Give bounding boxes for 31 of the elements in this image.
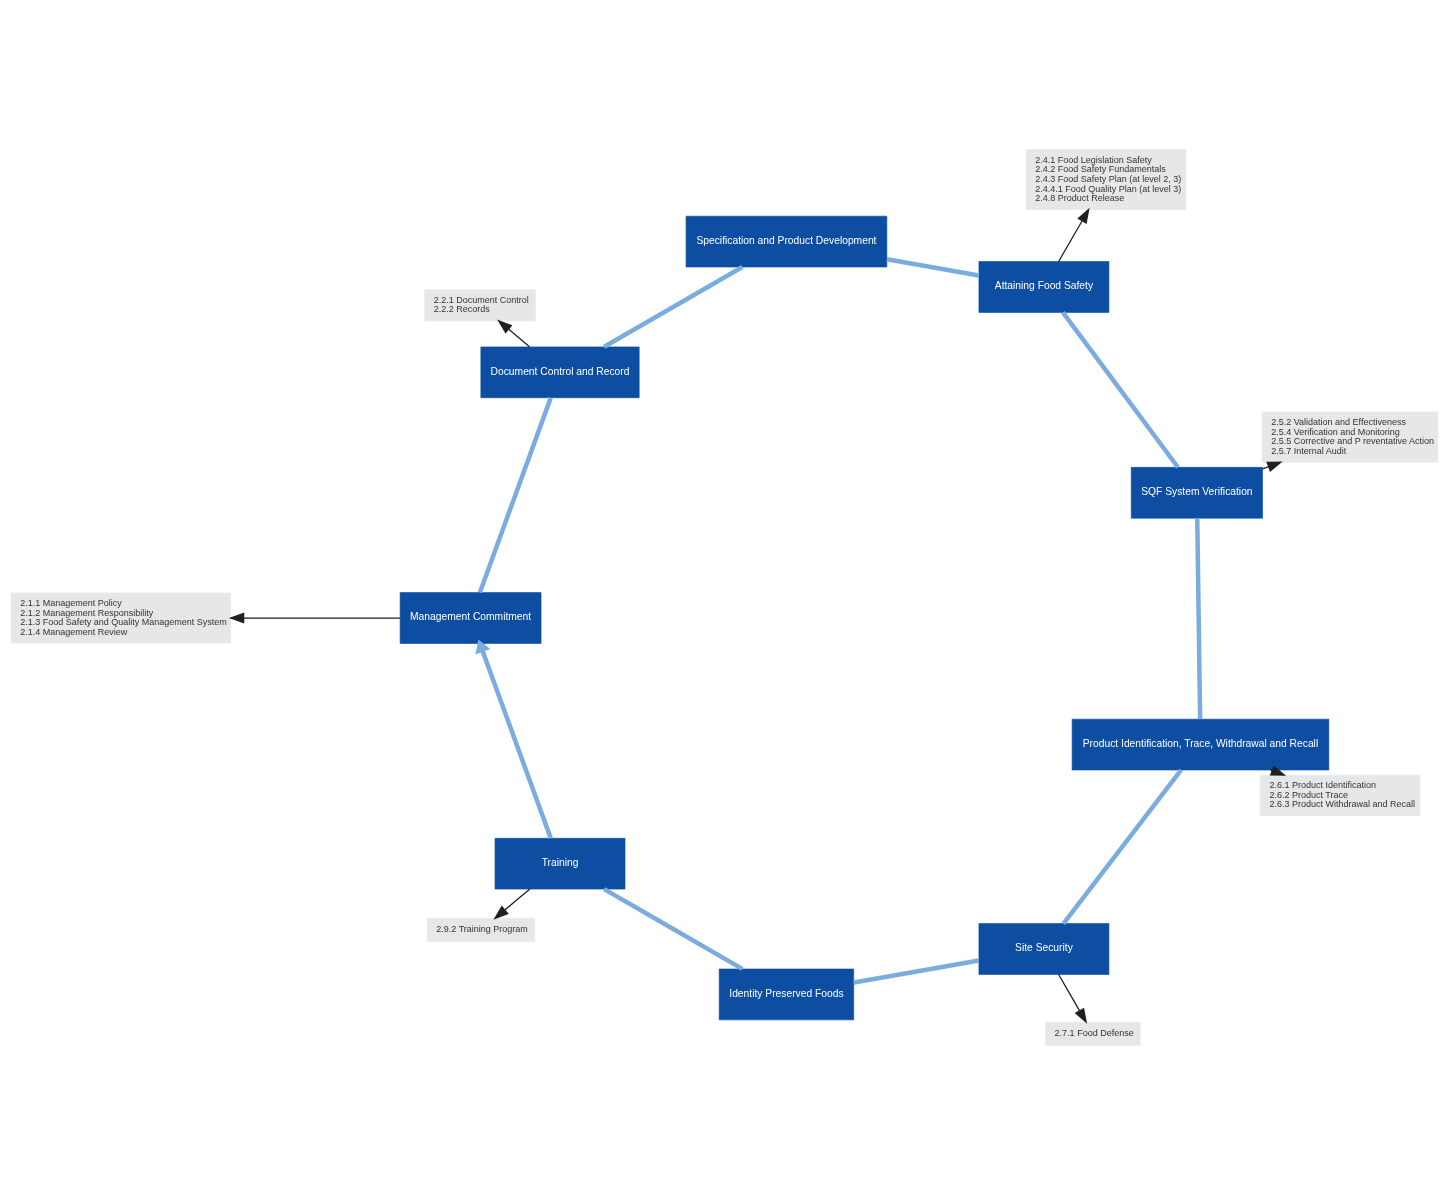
connector <box>603 264 744 349</box>
connector <box>603 886 744 971</box>
node-box: Specification and Product Development <box>685 215 888 267</box>
arrow <box>493 888 531 920</box>
arrow <box>1058 207 1090 262</box>
connector <box>1195 517 1203 719</box>
arrow <box>228 612 401 623</box>
node-box: Document Control and Record <box>480 346 640 398</box>
node-box: Training <box>494 837 626 889</box>
arrow <box>1058 973 1088 1024</box>
node-box: 2.2.1 Document Control 2.2.2 Records <box>424 288 536 321</box>
connector <box>886 256 980 278</box>
arrow <box>497 319 531 347</box>
arrow <box>1262 461 1283 472</box>
node-box: 2.5.2 Validation and Effectiveness 2.5.4 Verification and Monitoring 2.5.5 Corrective and P reventative Action 2.5.7 Internal Audit <box>1261 411 1439 462</box>
arrow <box>475 639 553 839</box>
node-box: Management Commitment <box>399 591 542 644</box>
node-box: 2.6.1 Product Identification 2.6.2 Product Trace 2.6.3 Product Withdrawal and Recall <box>1260 774 1421 816</box>
connector <box>853 957 980 985</box>
connector <box>477 396 553 593</box>
node-box: 2.1.1 Management Policy 2.1.2 Management Responsibility 2.1.3 Food Safety and Quality Management System 2.1.4 Management Review <box>10 592 231 643</box>
connector <box>1061 768 1183 925</box>
node-box: 2.9.2 Training Program <box>427 917 536 942</box>
node-box: Identity Preserved Foods <box>718 968 855 1020</box>
arrow <box>1269 764 1287 776</box>
node-box: SQF System Verification <box>1130 466 1263 519</box>
node-box: 2.7.1 Food Defense <box>1045 1021 1141 1046</box>
node-box: Site Security <box>978 922 1110 975</box>
node-box: Attaining Food Safety <box>978 260 1110 313</box>
node-box: 2.4.1 Food Legislation Safety 2.4.2 Food Safety Fundamentals 2.4.3 Food Safety Plan (at level 2, 3) 2.4.4.1 Food Quality Plan (at level 3) 2.4.8 Product Release <box>1025 148 1187 210</box>
connector <box>1061 310 1180 469</box>
